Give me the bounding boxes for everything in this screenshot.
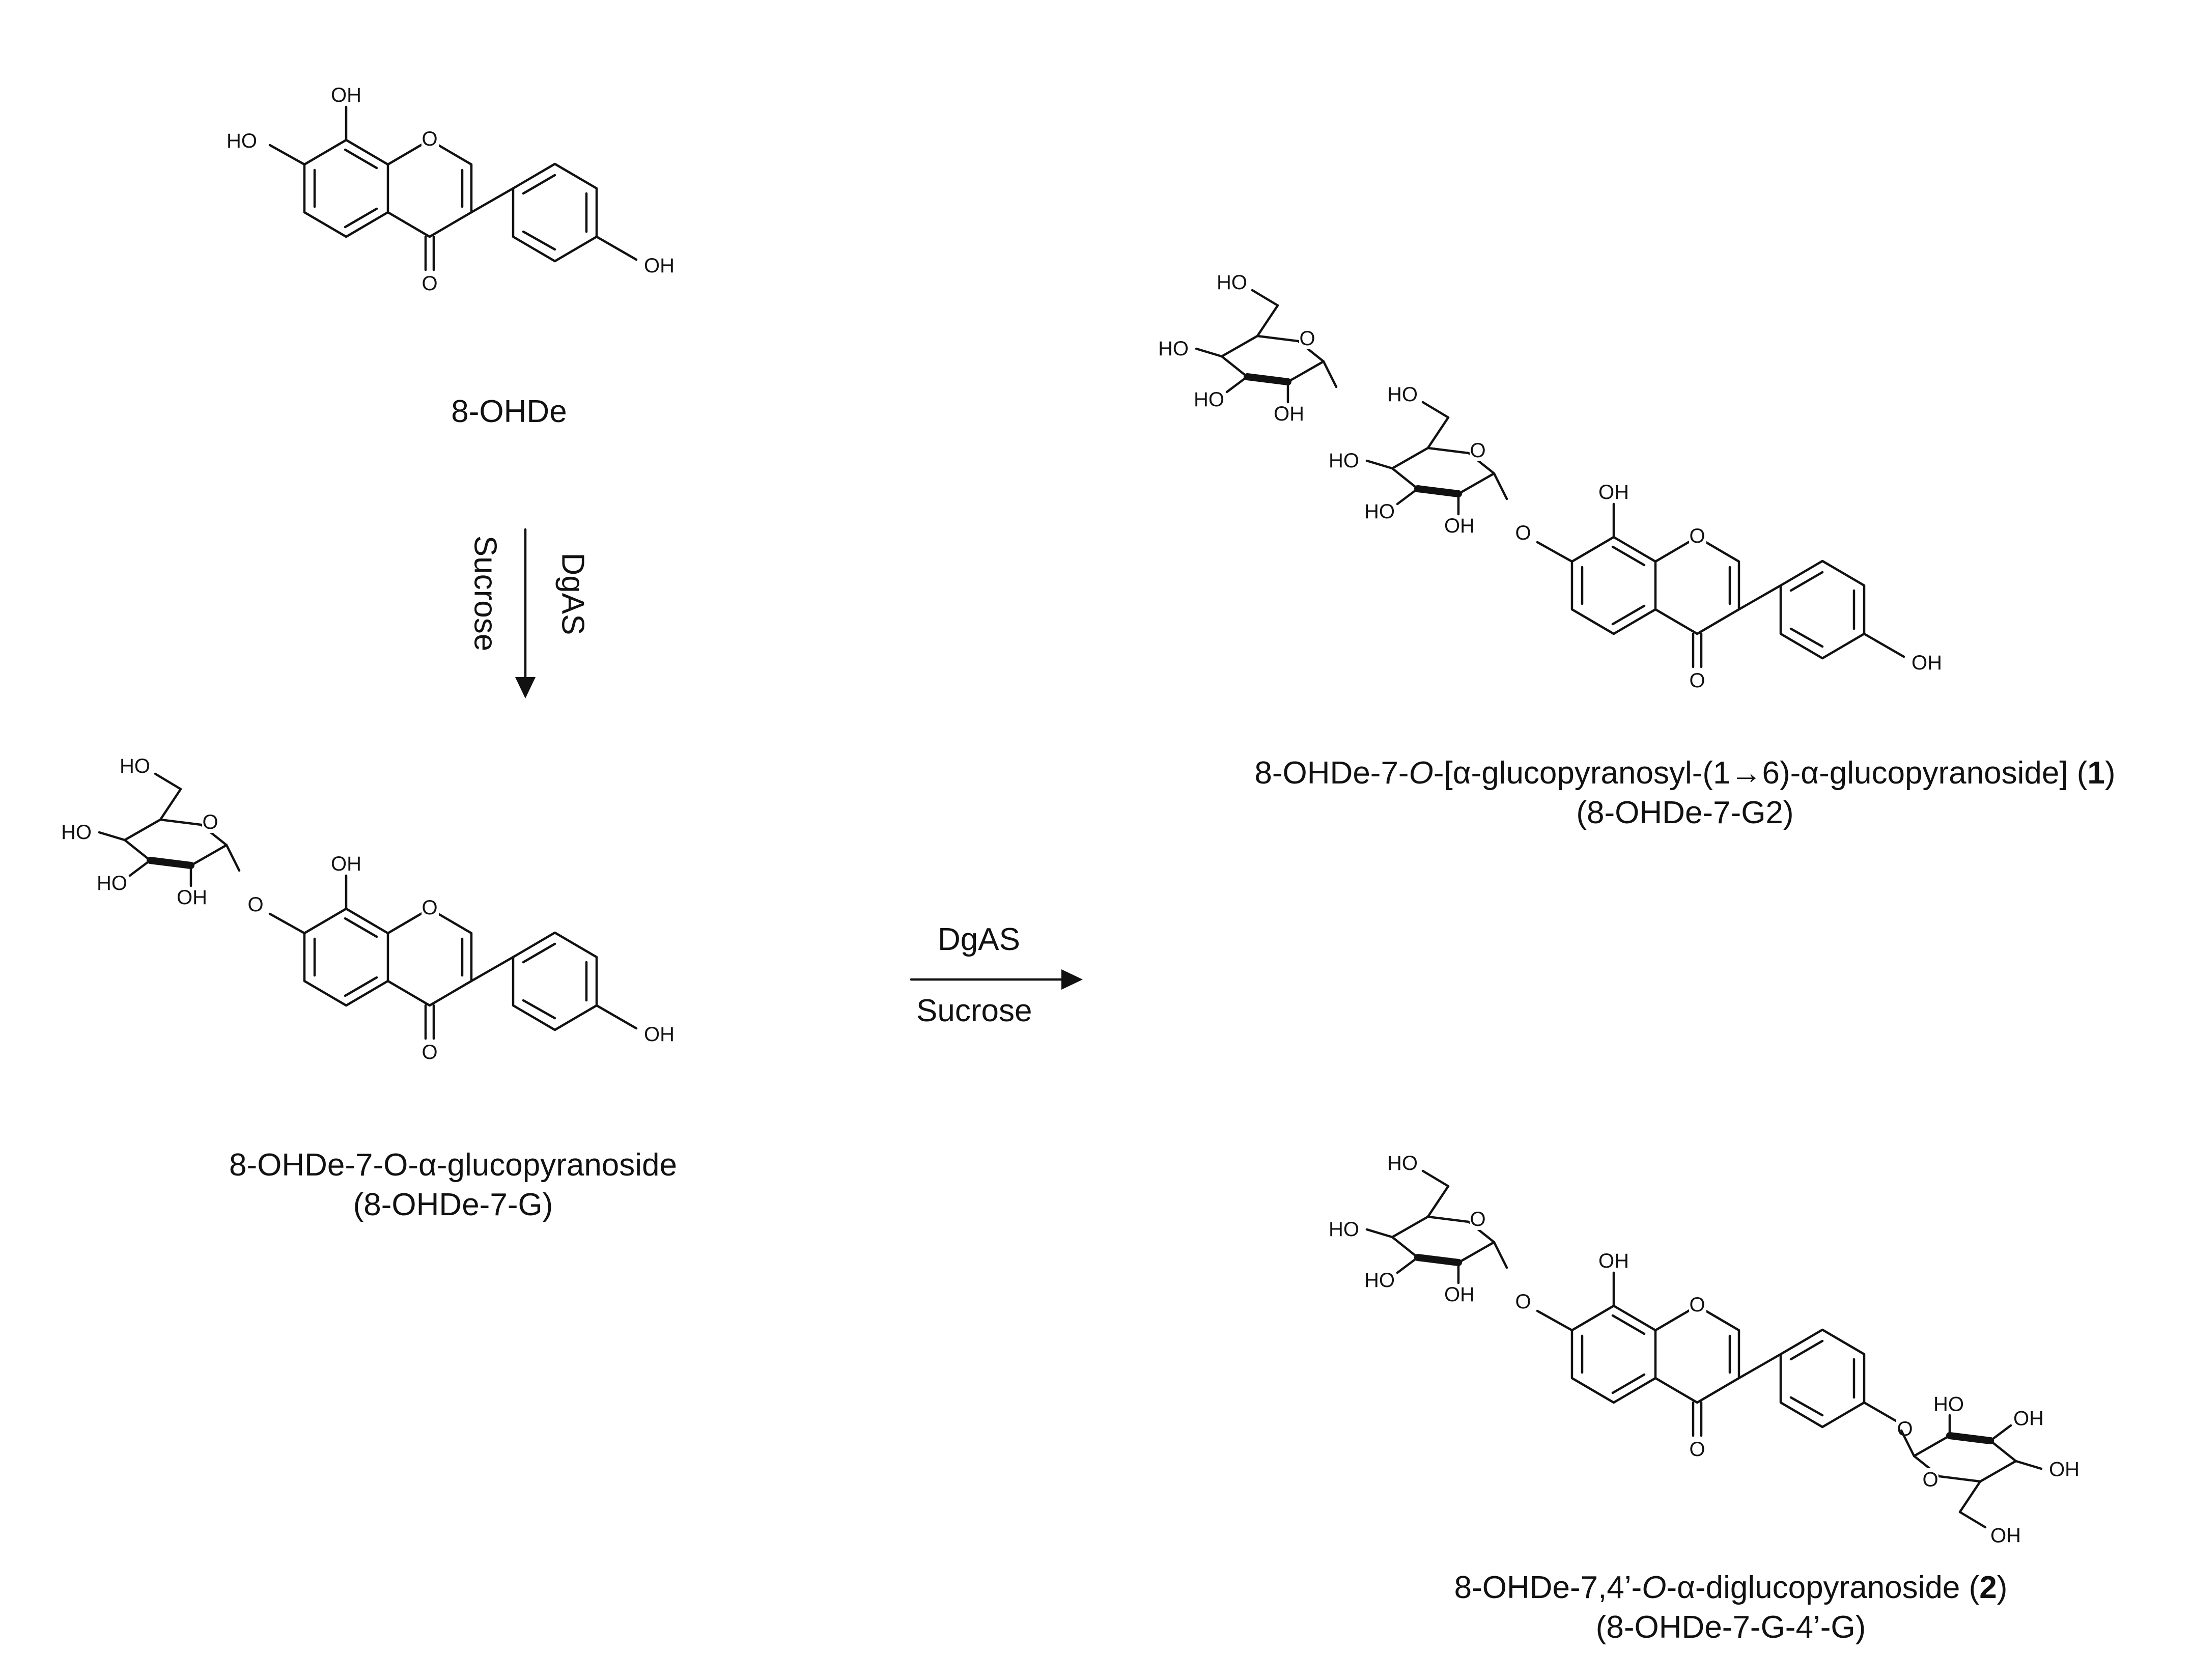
step-2-substrate: Sucrose (916, 993, 1032, 1028)
svg-text:OH: OH (1912, 652, 1942, 674)
svg-text:O: O (1515, 522, 1531, 544)
label-product-1: 8-OHDe-7-O-[α-glucopyranosyl-(1→6)-α-glu… (1181, 753, 2189, 832)
svg-text:OH: OH (644, 1023, 675, 1046)
step-2-enzyme: DgAS (938, 922, 1020, 957)
product-1-abbrev: (8-OHDe-7-G2) (1576, 795, 1794, 830)
structure-8-ohde: HO OH (227, 84, 675, 295)
intermediate-abbrev: (8-OHDe-7-G) (353, 1187, 553, 1222)
step-1-substrate: Sucrose (467, 535, 503, 652)
label-8-ohde-7-g: 8-OHDe-7-O-α-glucopyranoside (8-OHDe-7-G… (153, 1145, 753, 1224)
product-2-abbrev: (8-OHDe-7-G-4’-G) (1595, 1609, 1866, 1645)
arrow-step-1 (515, 528, 536, 698)
intermediate-name: 8-OHDe-7-O-α-glucopyranoside (229, 1147, 678, 1183)
arrow-step-2 (910, 969, 1083, 990)
structure-8-ohde-7-g: O OH (61, 755, 675, 1063)
step-1-enzyme: DgAS (555, 552, 591, 635)
structure-product-1: O OH (1158, 271, 1942, 692)
svg-text:O: O (1515, 1291, 1531, 1313)
svg-text:O: O (247, 893, 263, 916)
label-8-ohde: 8-OHDe (451, 394, 567, 429)
svg-text:OH: OH (644, 255, 675, 277)
svg-text:HO: HO (227, 130, 257, 152)
product-2-name: 8-OHDe-7,4’-O-α-diglucopyranoside (2) (1454, 1570, 2008, 1605)
label-product-2: 8-OHDe-7,4’-O-α-diglucopyranoside (2) (8… (1374, 1568, 2087, 1647)
structure-product-2: O O (1329, 1152, 2079, 1546)
product-1-name: 8-OHDe-7-O-[α-glucopyranosyl-(1→6)-α-glu… (1254, 755, 2116, 791)
